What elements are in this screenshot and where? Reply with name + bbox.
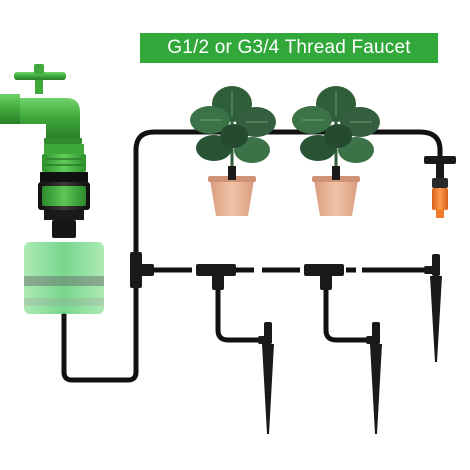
- thread-adapter-icon: [24, 144, 104, 314]
- tee-connector-icon: [130, 252, 154, 288]
- branch-tubing: [215, 282, 369, 343]
- drip-stake-icon: [366, 322, 382, 434]
- potted-plant-icon: [292, 86, 380, 216]
- adjustable-dripper-icon: [424, 156, 456, 218]
- tee-connector-icon: [304, 264, 344, 290]
- banner-text: G1/2 or G3/4 Thread Faucet: [167, 37, 411, 58]
- faucet-icon: [0, 64, 82, 144]
- tee-connector-icon: [196, 264, 236, 290]
- drip-stake-icon: [258, 322, 274, 434]
- main-tubing: [61, 129, 443, 383]
- drip-stake-icon: [424, 254, 442, 362]
- potted-plant-icon: [190, 86, 276, 216]
- faucet-thread-banner: G1/2 or G3/4 Thread Faucet: [140, 33, 438, 63]
